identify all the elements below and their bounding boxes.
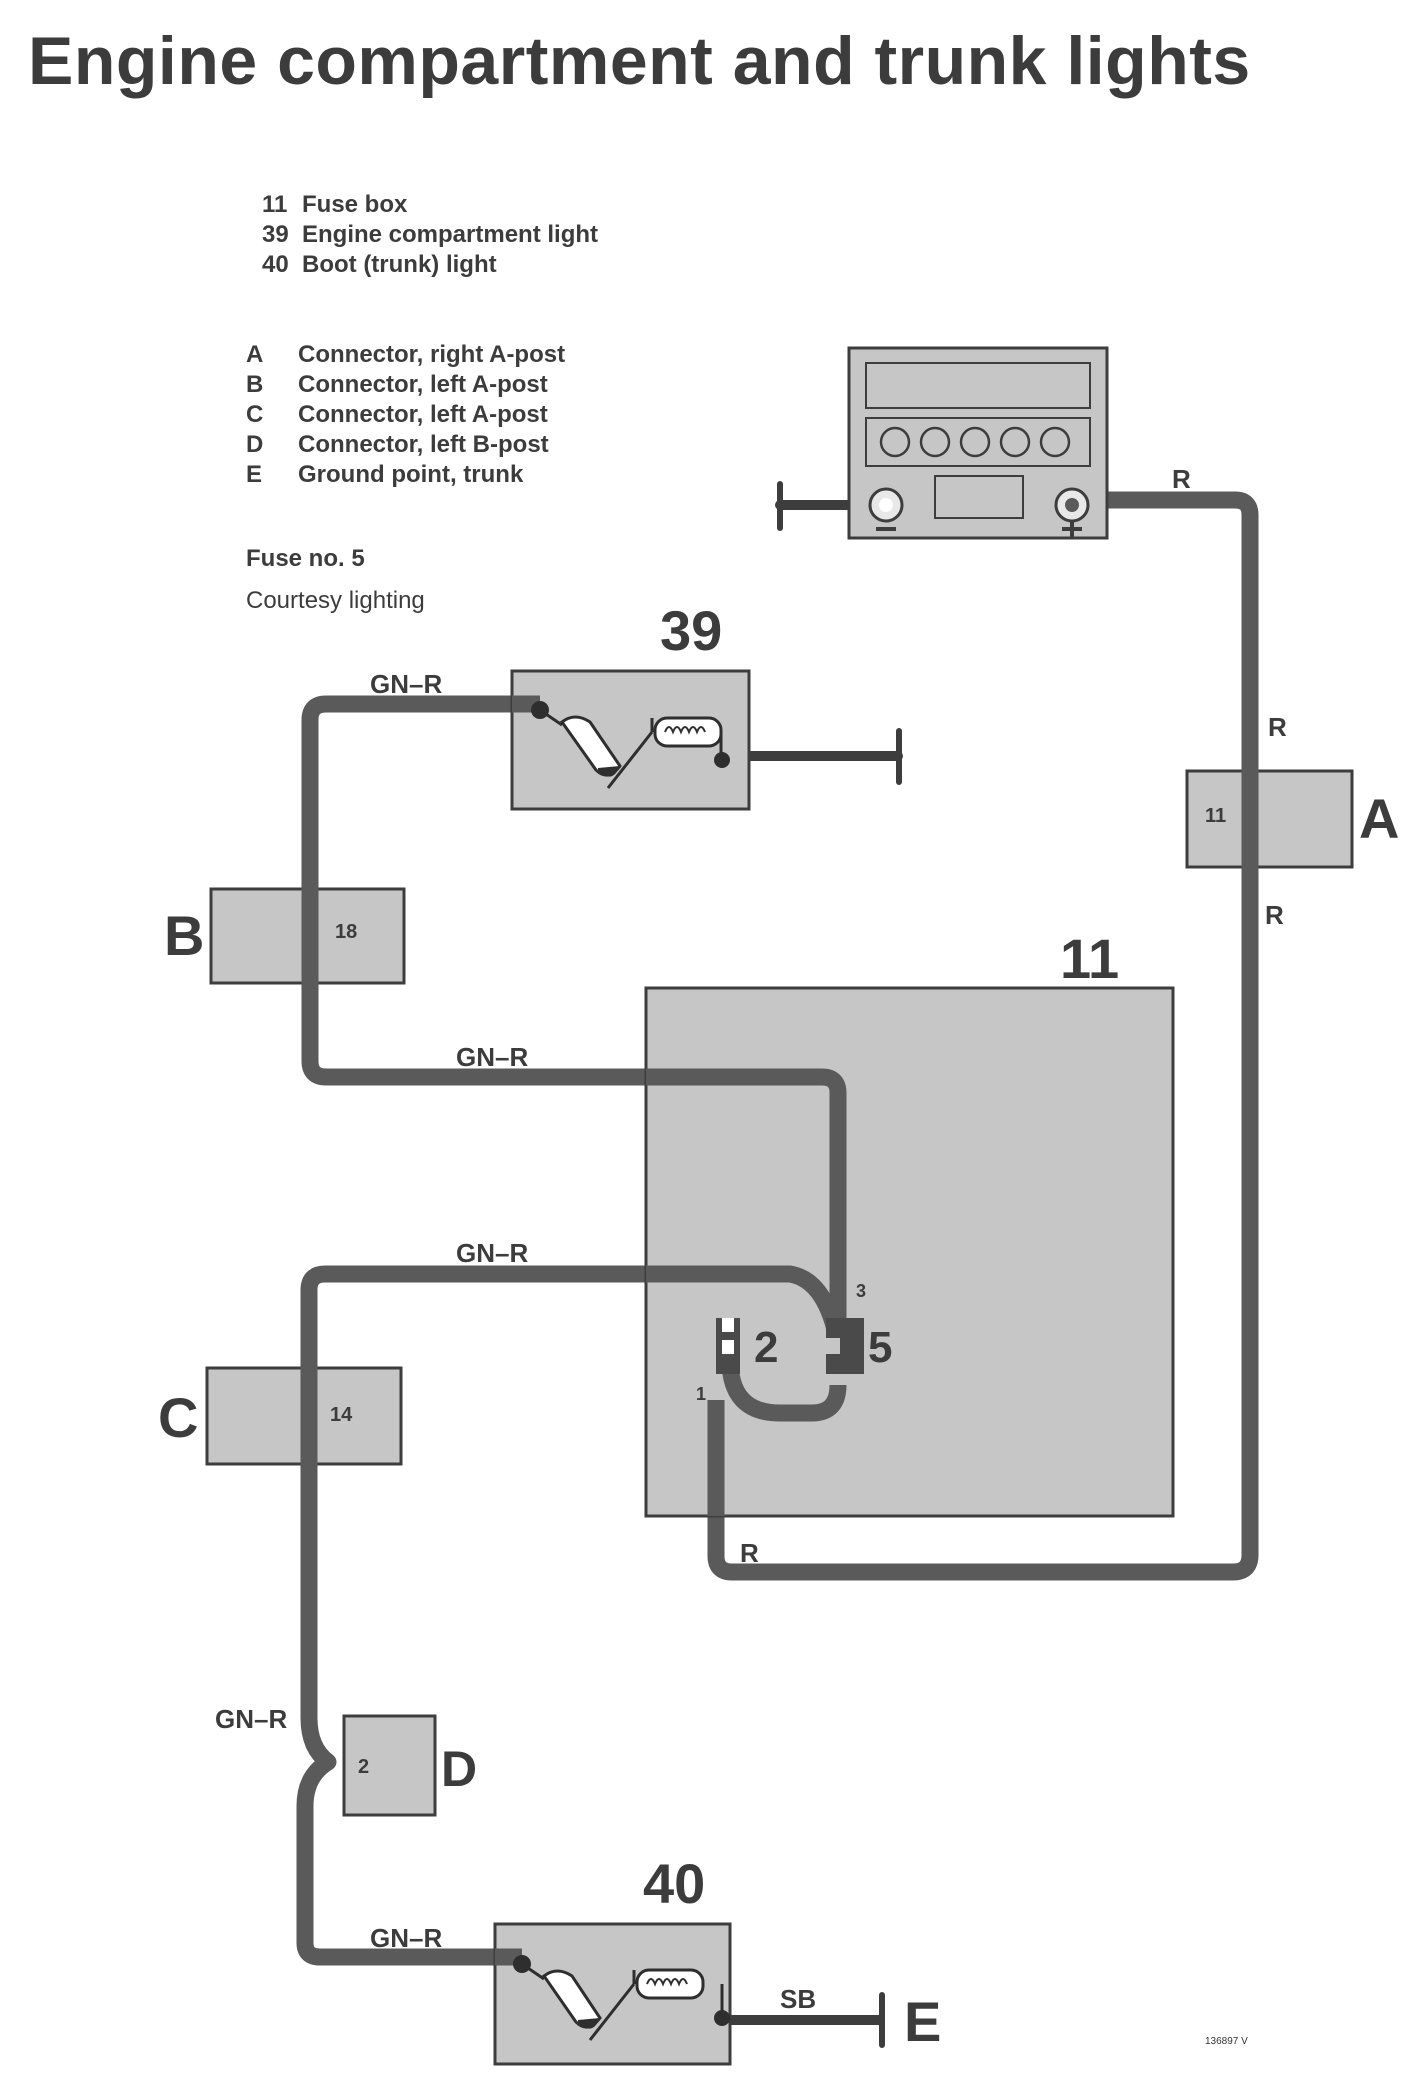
fuse-number: Fuse no. 5 — [246, 545, 365, 572]
wire-label-gnr-d: GN–R — [215, 1704, 287, 1734]
wire-battery-to-a — [707, 491, 1259, 1581]
connector-a: 11 A — [1185, 765, 1399, 873]
connector-b-pin: 18 — [335, 921, 357, 943]
connector-b: 18 B — [164, 883, 406, 989]
fuse-terminal-3: 3 — [856, 1281, 866, 1301]
wire-label-gnr-39: GN–R — [370, 669, 442, 699]
connector-d-pin: 2 — [358, 1756, 369, 1778]
trunk-light: 40 — [493, 1852, 732, 2066]
wire-labels: R R R R GN–R GN–R GN–R GN–R GN–R SB — [215, 464, 1287, 2014]
diagram-title: Engine compartment and trunk lights — [28, 23, 1251, 99]
engine-compartment-light: 39 — [510, 599, 751, 811]
wire-label-r-upper: R — [1268, 712, 1287, 742]
fuse-description: Courtesy lighting — [246, 587, 425, 614]
trunk-light-number: 40 — [643, 1852, 705, 1915]
ground-e-label: E — [904, 1990, 941, 2053]
reference-number: 136897 V — [1205, 2036, 1248, 2047]
wire-label-gnr-b: GN–R — [456, 1042, 528, 1072]
fuse-box-number: 11 — [1060, 927, 1119, 990]
connector-c-label: C — [158, 1386, 198, 1449]
connector-b-label: B — [164, 904, 204, 967]
fuse-box: 11 1 2 3 5 — [644, 927, 1175, 1518]
wire-label-r-battery: R — [1172, 464, 1191, 494]
engine-light-number: 39 — [660, 599, 722, 662]
fuse-terminal-1: 1 — [696, 1384, 706, 1404]
connector-a-label: A — [1359, 787, 1399, 850]
wire-label-sb: SB — [780, 1984, 816, 2014]
wire-label-gnr-c: GN–R — [456, 1238, 528, 1268]
connector-d-label: D — [441, 1741, 477, 1797]
fuse-terminal-5: 5 — [868, 1323, 892, 1372]
wire-label-r-lower: R — [1265, 900, 1284, 930]
connector-c: 14 C — [158, 1362, 403, 1470]
wire-label-r-fusebox: R — [740, 1538, 759, 1568]
wire-label-gnr-40: GN–R — [370, 1923, 442, 1953]
connector-c-pin: 14 — [330, 1404, 353, 1426]
connector-a-pin: 11 — [1205, 805, 1226, 827]
fuse-terminal-2: 2 — [754, 1323, 778, 1372]
connector-d: 2 D — [342, 1714, 477, 1817]
battery — [847, 346, 1109, 540]
